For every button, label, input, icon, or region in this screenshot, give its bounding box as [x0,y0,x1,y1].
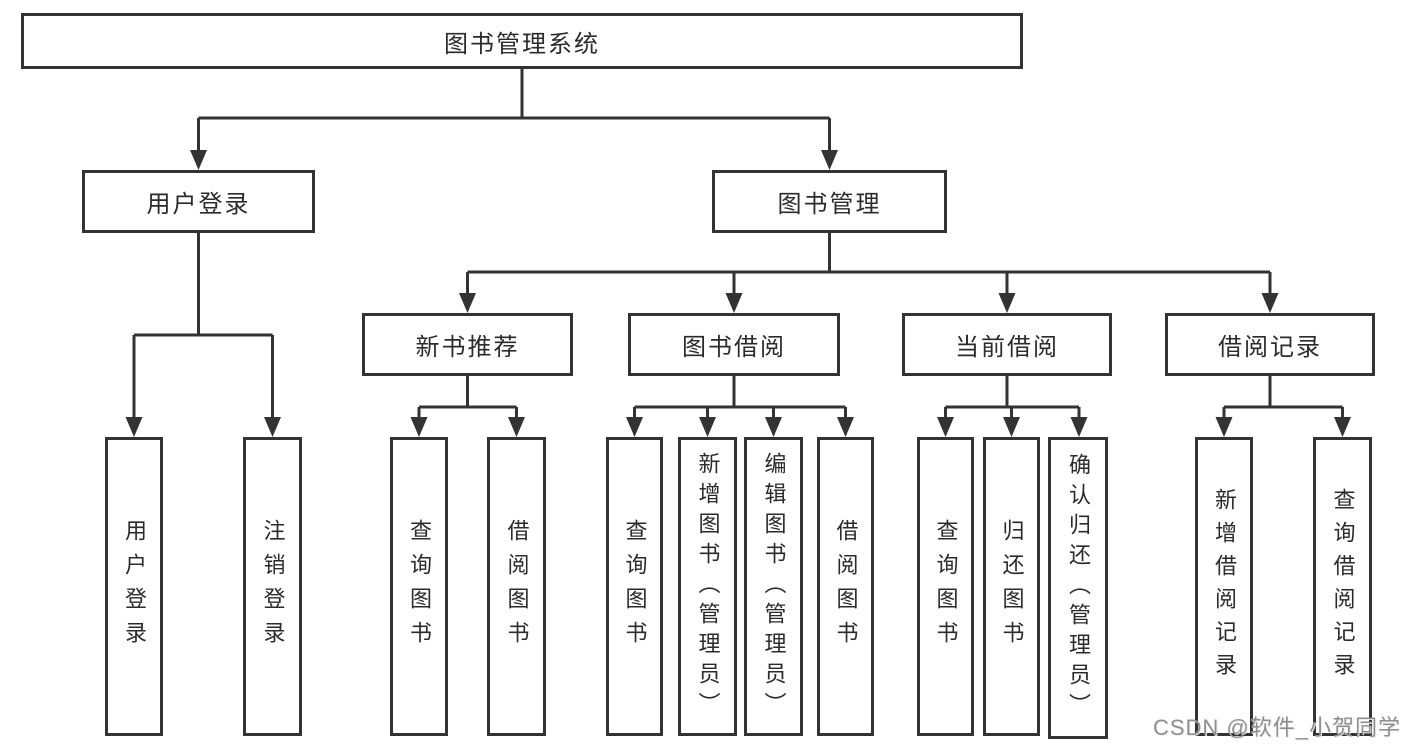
leaf-user-login: 用户登录 [105,437,163,736]
node-label: 查询图书 [933,518,959,655]
node-new-book-recommendation: 新书推荐 [362,313,573,376]
leaf-borrow-books: 借阅图书 [817,437,874,736]
node-borrowing-records: 借阅记录 [1165,313,1375,376]
leaf-add-borrowing-record: 新增借阅记录 [1195,437,1253,736]
node-label: 确认归还（管理员） [1066,453,1091,723]
leaf-logout: 注销登录 [243,437,302,736]
node-label: 查询图书 [407,518,432,655]
node-label: 图书管理系统 [444,30,600,58]
node-label: 借阅图书 [504,518,530,655]
node-book-borrowing: 图书借阅 [628,313,840,376]
node-label: 用户登录 [122,518,147,655]
node-current-borrowing: 当前借阅 [902,313,1112,376]
leaf-borrow-books: 借阅图书 [487,437,546,736]
node-user-login: 用户登录 [82,170,315,233]
leaf-query-books: 查询图书 [917,437,974,736]
node-library-management-system: 图书管理系统 [21,13,1023,69]
node-label: 借阅记录 [1218,334,1322,361]
node-label: 编辑图书（管理员） [761,451,787,722]
node-label: 新增图书（管理员） [695,451,721,722]
node-label: 注销登录 [260,518,286,655]
node-label: 查询借阅记录 [1330,487,1356,686]
node-label: 用户登录 [146,191,251,218]
leaf-return-books: 归还图书 [983,437,1040,736]
tree-edges [132,69,1344,424]
node-label: 图书借阅 [682,334,786,361]
leaf-query-books: 查询图书 [390,437,448,736]
leaf-confirm-return-admin: 确认归还（管理员） [1048,437,1108,739]
csdn-watermark: CSDN @软件_小贺同学 [1152,715,1401,740]
node-book-management: 图书管理 [712,170,947,233]
node-label: 当前借阅 [955,334,1059,361]
node-label: 归还图书 [999,518,1025,655]
node-label: 查询图书 [622,518,648,655]
node-label: 借阅图书 [833,518,859,655]
node-label: 图书管理 [777,191,882,218]
leaf-query-books: 查询图书 [606,437,663,736]
node-label: 新书推荐 [415,334,520,361]
node-label: 新增借阅记录 [1212,487,1237,686]
leaf-edit-books-admin: 编辑图书（管理员） [744,437,803,736]
leaf-add-books-admin: 新增图书（管理员） [678,437,737,736]
leaf-query-borrowing-record: 查询借阅记录 [1313,437,1372,736]
